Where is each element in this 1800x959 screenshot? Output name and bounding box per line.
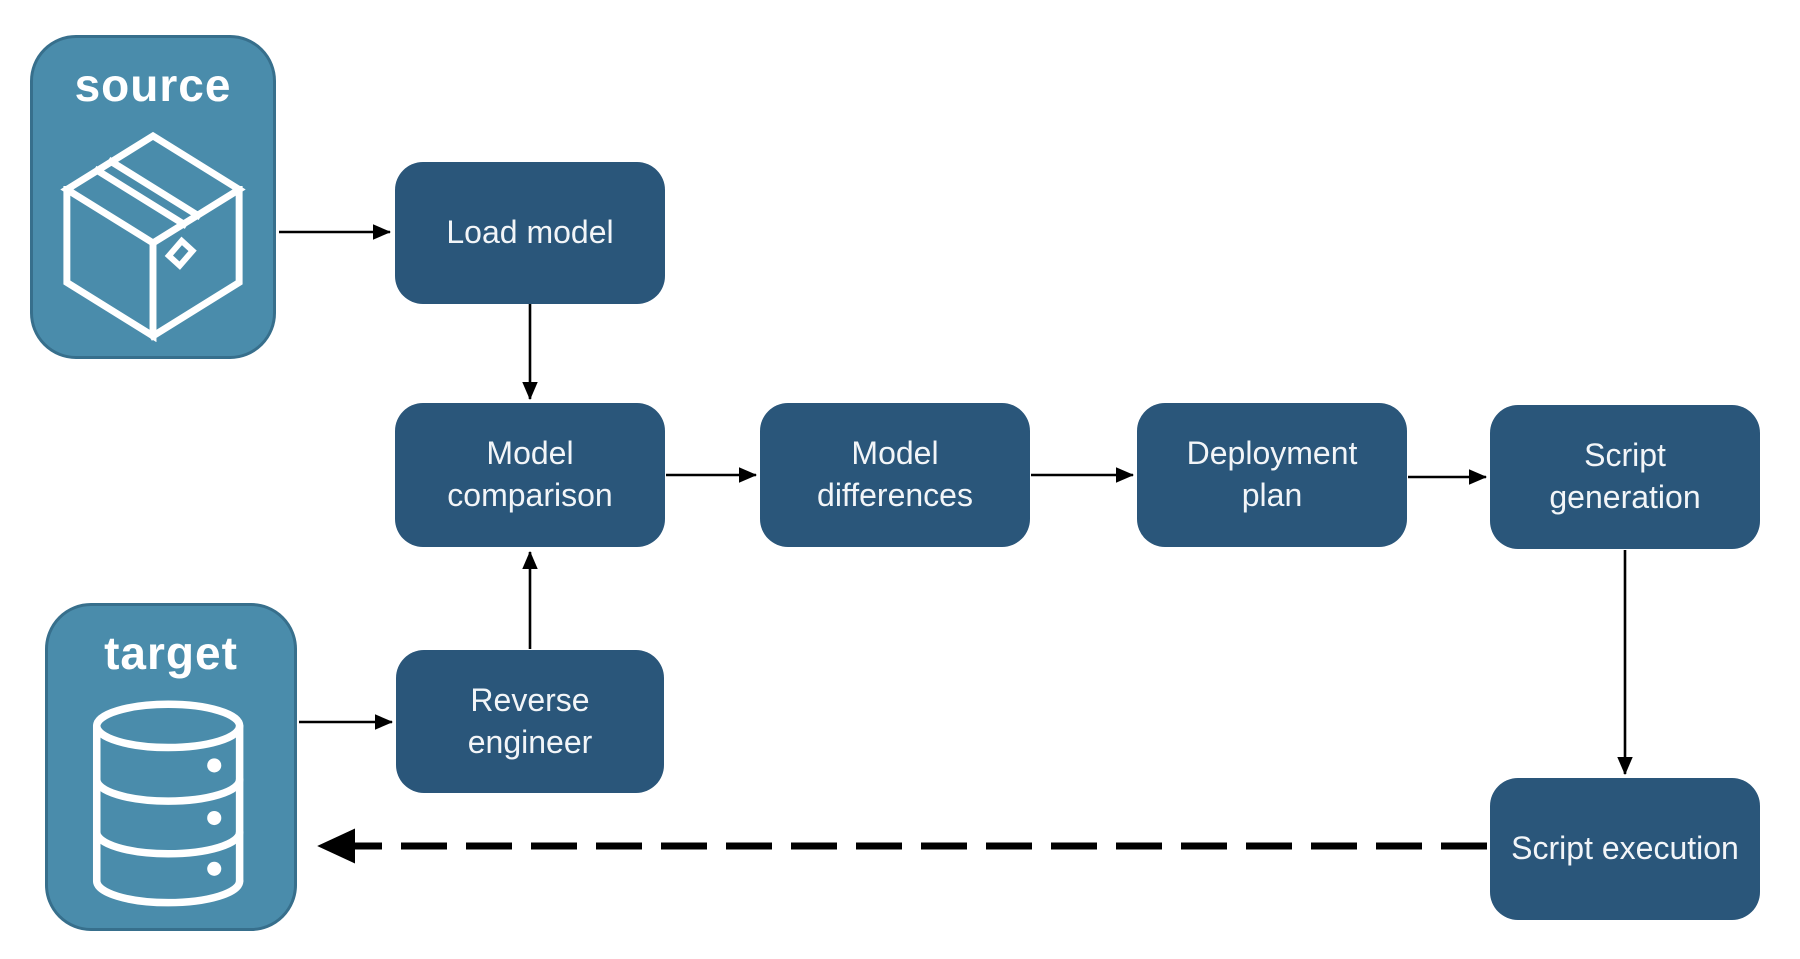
node-model-differences-label: Model differences xyxy=(817,435,973,513)
source-panel-label: source xyxy=(74,59,232,111)
node-model-differences: Model differences xyxy=(760,403,1030,547)
node-deployment-plan: Deployment plan xyxy=(1137,403,1407,547)
node-script-execution-label: Script execution xyxy=(1511,830,1739,867)
target-panel: target xyxy=(45,603,297,931)
node-load-model: Load model xyxy=(395,162,665,304)
node-script-generation-label: Script generation xyxy=(1549,437,1701,515)
node-model-comparison: Model comparison xyxy=(395,403,665,547)
node-deployment-plan-label: Deployment plan xyxy=(1186,435,1358,513)
node-model-comparison-label: Model comparison xyxy=(447,435,613,513)
database-icon xyxy=(48,679,294,928)
node-script-execution: Script execution xyxy=(1490,778,1760,920)
source-panel: source xyxy=(30,35,276,359)
node-reverse-engineer: Reverse engineer xyxy=(396,650,664,793)
package-box-icon xyxy=(33,111,273,356)
node-reverse-engineer-label: Reverse engineer xyxy=(467,681,593,760)
node-script-generation: Script generation xyxy=(1490,405,1760,549)
node-load-model-label: Load model xyxy=(446,214,614,251)
target-panel-label: target xyxy=(104,627,238,679)
